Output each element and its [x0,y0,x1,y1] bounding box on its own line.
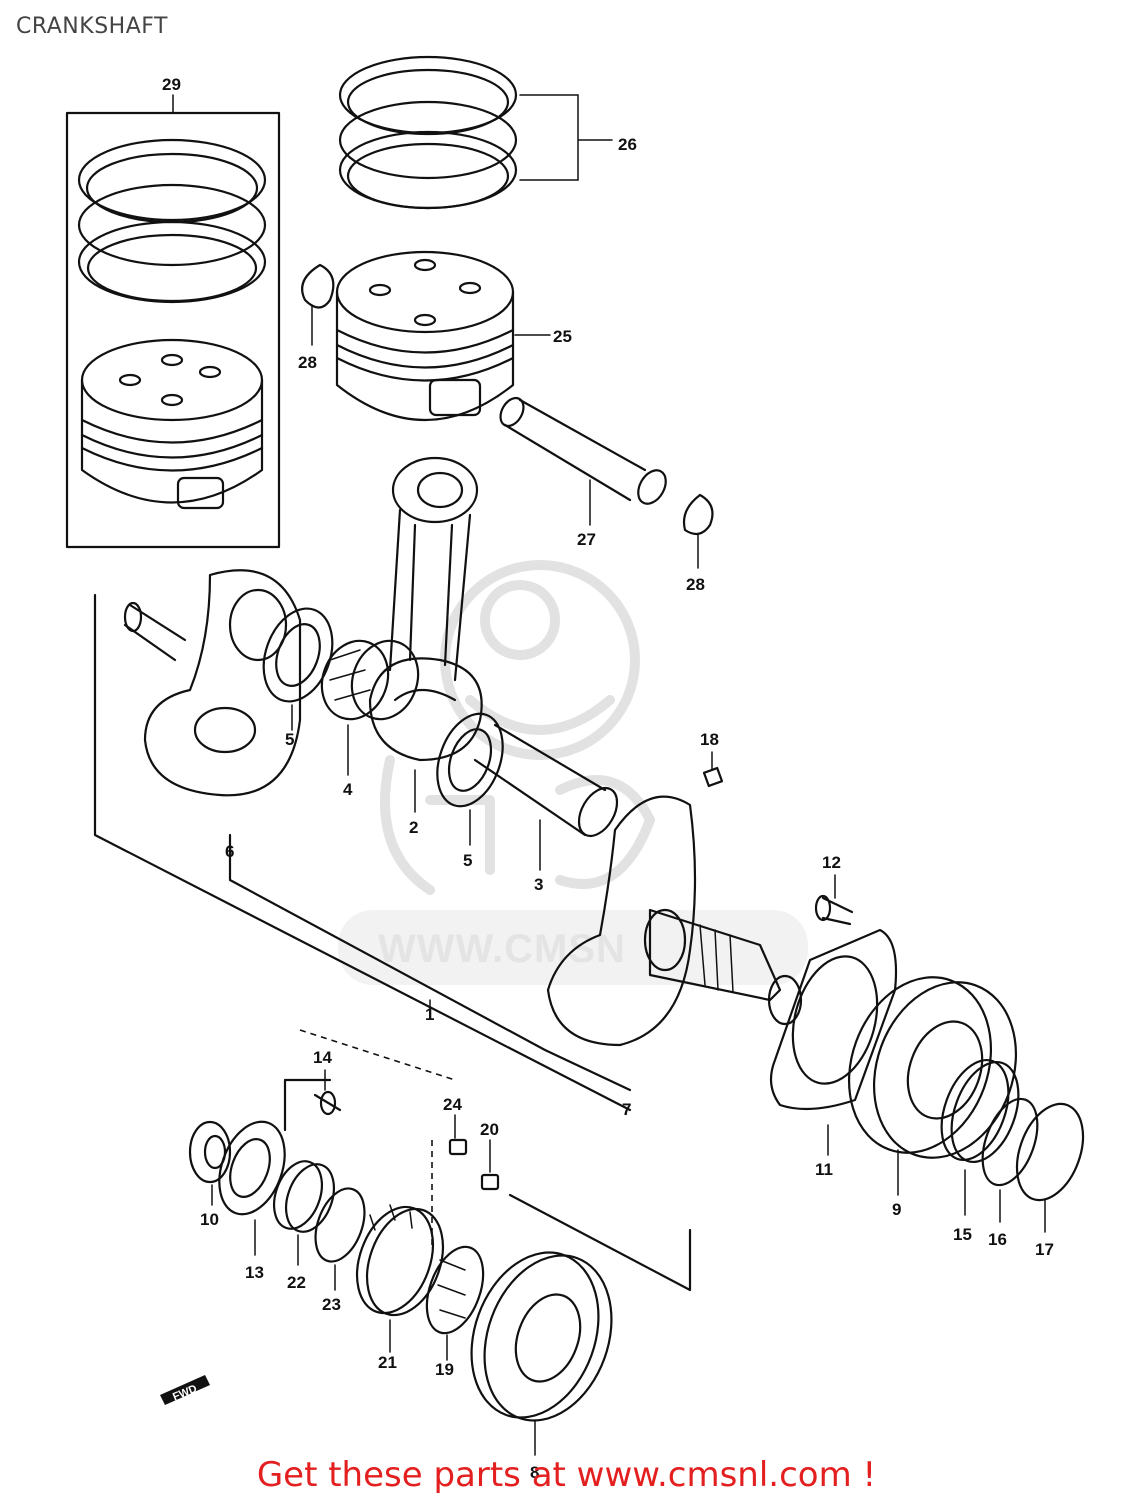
watermark-text: WWW.CMSN [378,927,626,971]
piston-pin-27 [499,396,667,526]
crankshaft-assembly-outline [93,593,632,1112]
label-27: 27 [577,530,596,549]
label-4: 4 [343,780,353,799]
connecting-rod-2 [368,456,483,813]
crank-web-6 [123,569,302,797]
gear-15 [940,1058,1010,1162]
thrust-washer-5-left [262,607,334,703]
circlip-28-upper [301,263,335,309]
label-6: 6 [225,842,234,861]
label-28-lower: 28 [686,575,705,594]
key-24 [448,1138,468,1156]
bearing-plate-11 [769,928,898,1156]
svg-text:FWD: FWD [171,1383,199,1404]
bolt-14 [313,1069,342,1116]
cmsnl-watermark: WWW.CMSN [338,560,808,985]
piston-25 [335,250,551,421]
washer-16 [981,1097,1039,1187]
label-1: 1 [425,1005,434,1024]
label-13: 13 [245,1263,264,1282]
label-25: 25 [553,327,572,346]
label-7: 7 [622,1100,631,1119]
label-16: 16 [988,1230,1007,1249]
forward-direction-mark: FWD [160,1375,210,1405]
label-9: 9 [892,1200,901,1219]
screw-12 [814,874,854,926]
piston-rings-26 [338,55,613,210]
label-14: 14 [313,1048,332,1067]
label-11: 11 [815,1160,833,1179]
key-20 [480,1173,500,1191]
crank-web-7 [546,795,803,1047]
label-19: 19 [435,1360,454,1379]
label-5-left: 5 [285,730,294,749]
needle-bearing-4 [320,639,420,776]
label-2: 2 [409,818,418,837]
label-26: 26 [618,135,637,154]
bearing-9 [847,976,1018,1196]
bearing-8 [470,1251,613,1456]
gear-21 [356,1204,444,1353]
label-10: 10 [200,1210,219,1229]
label-29: 29 [162,75,181,94]
label-8: 8 [530,1463,539,1482]
gear-19 [425,1245,485,1361]
label-24: 24 [443,1095,462,1114]
label-15: 15 [953,1225,972,1244]
bushing-22 [273,1160,335,1266]
label-3: 3 [534,875,543,894]
gasket-13 [218,1120,286,1256]
label-28-upper: 28 [298,353,317,372]
crank-pin-3 [473,723,619,871]
circlip-17 [1015,1102,1085,1202]
circlip-28-lower [682,493,714,536]
label-20: 20 [480,1120,499,1139]
label-17: 17 [1035,1240,1054,1259]
label-12: 12 [822,853,841,872]
footer-parts-link[interactable]: Get these parts at www.cmsnl.com ! [256,1455,877,1495]
thrust-washer-5-right [436,712,504,808]
oil-seal-10 [188,1120,232,1206]
label-18: 18 [700,730,719,749]
part-labels: 29 26 28 25 27 28 5 4 2 5 3 6 18 12 1 7 … [162,75,1054,1482]
piston-29 [80,338,264,510]
balancer-assembly-outline [283,1078,692,1292]
page-title: CRANKSHAFT [16,14,168,39]
washer-23 [314,1187,366,1291]
key-18 [702,766,724,788]
piston-ring-set-29 [77,138,267,304]
label-22: 22 [287,1273,306,1292]
label-21: 21 [378,1353,397,1372]
label-5-right: 5 [463,851,472,870]
label-23: 23 [322,1295,341,1314]
